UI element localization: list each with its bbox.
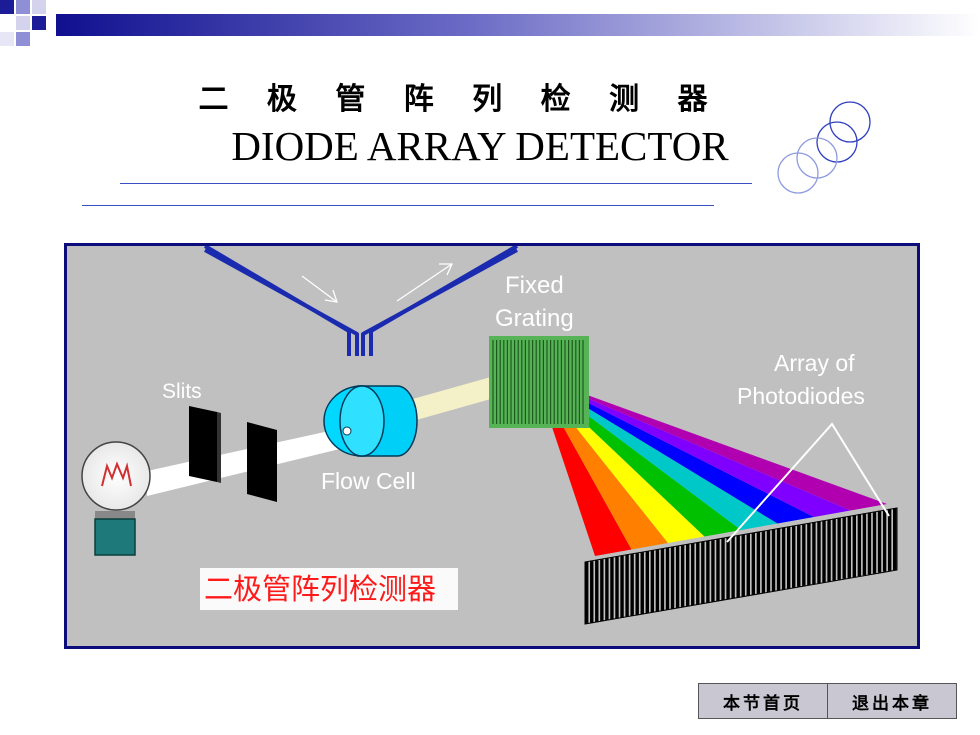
title-underline-lower: [82, 205, 714, 206]
photodiode-element: [812, 522, 816, 585]
photodiode-element: [847, 515, 851, 578]
photodiode-element: [761, 531, 766, 594]
flow-arrows: [301, 263, 454, 303]
photodiode-element: [837, 517, 841, 580]
photodiode-element: [650, 550, 655, 613]
spectrum-band: [535, 376, 814, 524]
photodiode-element: [605, 558, 609, 621]
photodiode-element: [655, 549, 660, 612]
diagram-canvas: Slits Fixed Grating Array of Photodiodes…: [81, 246, 898, 625]
photodiode-element: [675, 546, 680, 609]
photodiode-element: [635, 553, 639, 616]
photodiode-element: [590, 561, 594, 624]
photodiode-array: [584, 507, 898, 625]
photodiode-element: [771, 529, 776, 592]
photodiode-element: [857, 514, 862, 577]
photodiode-element: [670, 546, 675, 609]
photodiode-element: [665, 547, 670, 610]
photodiode-element: [716, 538, 720, 601]
photodiode-element: [600, 559, 604, 622]
photodiode-element: [696, 542, 700, 605]
spectrum-band: [535, 376, 778, 530]
fixed-grating: [489, 336, 589, 428]
photodiode-element: [701, 541, 705, 604]
photodiode-element: [893, 508, 897, 570]
photodiode-element: [746, 533, 750, 596]
photodiode-element: [797, 524, 801, 587]
photodiode-element: [625, 554, 629, 617]
photodiode-element: [832, 518, 836, 581]
photodiode-element: [620, 555, 624, 618]
title-underline-upper: [120, 183, 752, 184]
photodiode-element: [827, 519, 831, 582]
slits: [189, 406, 277, 502]
photodiode-element: [691, 543, 695, 606]
photodiode-element: [731, 536, 735, 599]
photodiode-element: [736, 535, 740, 598]
slide-title-chinese: 二 极 管 阵 列 检 测 器: [198, 82, 722, 117]
photodiode-element: [680, 545, 685, 608]
section-home-button[interactable]: 本节首页: [699, 684, 827, 718]
photodiode-element: [630, 554, 634, 617]
flow-tubing: [203, 246, 519, 356]
photodiode-element: [792, 525, 796, 588]
decorative-circles: [777, 101, 871, 194]
label-photodiodes: Photodiodes: [737, 383, 865, 409]
spectrum-band: [535, 376, 851, 517]
photodiode-element: [822, 520, 826, 583]
photodiode-element: [807, 523, 811, 586]
photodiode-element: [872, 511, 877, 574]
caption-chinese: 二极管阵列检测器: [204, 572, 436, 606]
photodiode-element: [852, 515, 857, 578]
photodiode-element: [610, 557, 614, 620]
photodiode-element: [817, 521, 821, 584]
exit-chapter-button[interactable]: 退出本章: [827, 684, 956, 718]
photodiode-element: [756, 531, 761, 594]
photodiode-element: [887, 508, 892, 571]
photodiode-element: [645, 551, 649, 614]
photodiode-element: [721, 538, 725, 601]
label-slits: Slits: [162, 380, 202, 403]
photodiode-element: [776, 528, 781, 591]
label-grating: Grating: [495, 305, 574, 332]
footer-navigation: 本节首页 退出本章: [698, 683, 957, 719]
label-fixed: Fixed: [505, 272, 564, 299]
diode-array-diagram: Slits Fixed Grating Array of Photodiodes…: [64, 243, 920, 649]
photodiode-element: [751, 532, 756, 595]
photodiode-element: [711, 539, 715, 602]
label-array-of: Array of: [774, 350, 855, 376]
photodiode-element: [867, 512, 872, 575]
photodiode-element: [660, 548, 665, 611]
photodiode-element: [877, 510, 882, 573]
lamp: [81, 441, 151, 556]
photodiode-element: [585, 562, 589, 624]
photodiode-element: [615, 556, 619, 619]
photodiode-element: [685, 544, 690, 607]
photodiode-element: [595, 560, 599, 623]
photodiode-element: [882, 509, 887, 572]
flow-cell: [323, 385, 418, 457]
photodiode-element: [781, 527, 786, 590]
photodiode-element: [741, 534, 745, 597]
label-flow-cell: Flow Cell: [321, 468, 416, 494]
photodiode-element: [786, 526, 791, 589]
spectrum-band: [535, 376, 887, 511]
slide-title-english: DIODE ARRAY DETECTOR: [231, 123, 729, 169]
caption-background: [200, 568, 458, 610]
photodiode-element: [802, 523, 806, 586]
photodiode-element: [842, 516, 846, 579]
corner-decoration: [0, 0, 46, 46]
photodiode-element: [706, 540, 710, 603]
photodiode-element: [640, 552, 644, 615]
photodiode-element: [862, 513, 867, 576]
photodiode-element: [766, 530, 771, 593]
photodiode-frame: [584, 507, 898, 625]
photodiode-element: [726, 537, 730, 600]
header-gradient-bar: [56, 14, 980, 36]
array-pointer-lines: [726, 422, 890, 543]
